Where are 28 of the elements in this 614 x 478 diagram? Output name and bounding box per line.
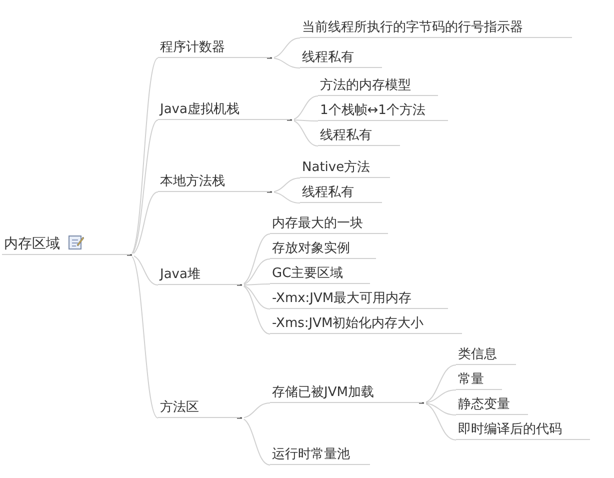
branch-line xyxy=(130,120,158,256)
branch-line xyxy=(130,58,158,256)
topic-label: -Xmx:JVM最大可用内存 xyxy=(272,292,412,305)
topic-label: 运行时常量池 xyxy=(272,448,350,461)
topic-label: 方法区 xyxy=(160,401,199,414)
topic-label: 方法的内存模型 xyxy=(320,79,411,92)
topic-label: Native方法 xyxy=(302,161,370,174)
topic-label: GC主要区域 xyxy=(272,267,344,280)
topic-label: Java堆 xyxy=(160,268,200,281)
topic-label: 存放对象实例 xyxy=(272,242,350,255)
topic-label: 即时编译后的代码 xyxy=(458,423,562,436)
topic-label: 线程私有 xyxy=(302,186,354,199)
topic-label: 存储已被JVM加载 xyxy=(272,386,374,399)
topic-label: 程序计数器 xyxy=(160,41,225,54)
topic-label: 当前线程所执行的字节码的行号指示器 xyxy=(302,21,523,34)
topic-label: 线程私有 xyxy=(302,51,354,64)
topic-label: 1个栈帧↔1个方法 xyxy=(320,104,426,117)
topic-label: 线程私有 xyxy=(320,129,372,142)
topic-node xyxy=(2,233,130,255)
topic-label: 内存区域 xyxy=(4,237,60,251)
topic-label: 静态变量 xyxy=(458,398,510,411)
topic-label: Java虚拟机栈 xyxy=(160,103,240,116)
topic-label: 内存最大的一块 xyxy=(272,217,363,230)
topic-label: 本地方法栈 xyxy=(160,175,225,188)
topic-label: 常量 xyxy=(458,373,484,386)
topic-label: -Xms:JVM初始化内存大小 xyxy=(272,317,424,330)
topic-label: 类信息 xyxy=(458,348,497,361)
branch-line xyxy=(130,254,158,418)
